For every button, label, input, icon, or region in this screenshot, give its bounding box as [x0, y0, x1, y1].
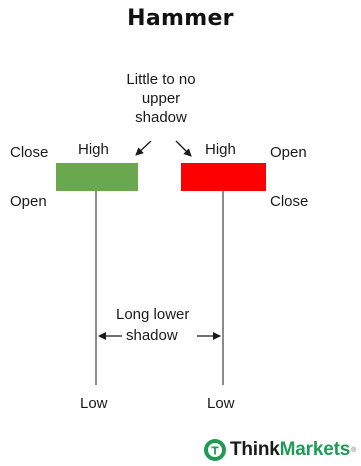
bullish-low-label: Low — [80, 395, 108, 412]
upper-shadow-note: Little to no upper shadow — [108, 70, 214, 127]
bearish-high-label: High — [205, 141, 236, 158]
bullish-high-label: High — [78, 141, 109, 158]
logo-text-think: Think — [230, 439, 280, 460]
bullish-candle-body — [56, 163, 138, 191]
thinkmarkets-logo: ThinkMarkets® — [203, 437, 356, 463]
bearish-open-label: Open — [270, 144, 307, 161]
bullish-open-label: Open — [10, 193, 47, 210]
upper-shadow-arrow-left — [135, 140, 152, 156]
upper-shadow-note-line-1: Little to no — [126, 71, 196, 88]
bullish-close-label: Close — [10, 144, 49, 161]
logo-registered-mark: ® — [351, 446, 357, 454]
bearish-close-label: Close — [270, 193, 309, 210]
lower-shadow-note-line-1: Long lower — [116, 306, 190, 323]
diagram-title: Hammer — [127, 6, 234, 31]
bearish-low-label: Low — [207, 395, 235, 412]
upper-shadow-note-line-3: shadow — [135, 109, 187, 126]
lower-shadow-note-line-2: shadow — [126, 327, 178, 344]
upper-shadow-note-line-2: upper — [141, 90, 181, 107]
bearish-candle-body — [181, 163, 266, 191]
upper-shadow-arrow-right — [175, 140, 192, 157]
thinkmarkets-logo-icon — [204, 439, 226, 461]
logo-wordmark: ThinkMarkets — [230, 439, 350, 461]
logo-text-markets: Markets — [279, 439, 351, 460]
